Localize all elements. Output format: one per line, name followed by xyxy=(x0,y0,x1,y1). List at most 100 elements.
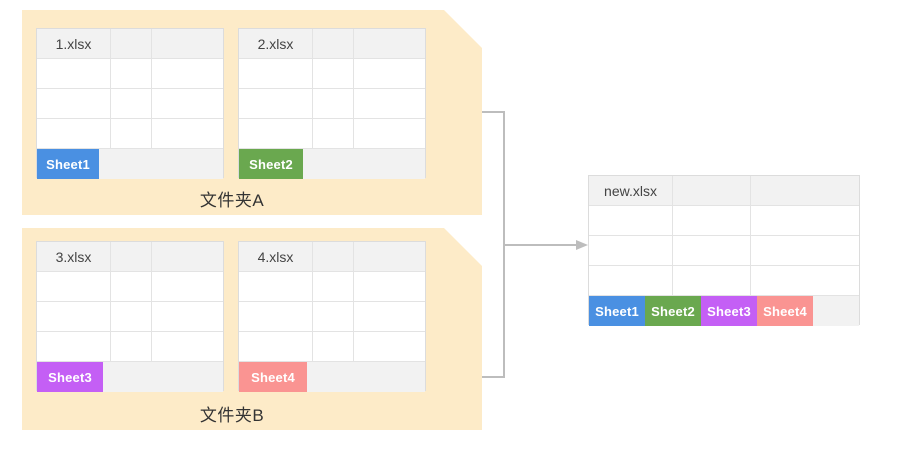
grid-header-row: 4.xlsx xyxy=(239,242,425,272)
header-cell xyxy=(313,29,354,59)
grid-row xyxy=(239,332,425,362)
grid-row xyxy=(37,302,223,332)
file-name-cell: 4.xlsx xyxy=(239,242,313,272)
grid-header-row: 3.xlsx xyxy=(37,242,223,272)
sheet-tab-sheet1[interactable]: Sheet1 xyxy=(37,149,99,179)
sheet-tab-bar: Sheet1 xyxy=(37,149,223,179)
folder-b-label: 文件夹B xyxy=(199,406,265,425)
grid-cell xyxy=(37,272,111,302)
header-cell xyxy=(313,242,354,272)
grid-row xyxy=(37,59,223,89)
sheet-tab-bar: Sheet4 xyxy=(239,362,425,392)
grid-cell xyxy=(239,302,313,332)
grid-row xyxy=(37,272,223,302)
grid-cell xyxy=(313,272,354,302)
grid-row xyxy=(37,89,223,119)
file-name-cell: 3.xlsx xyxy=(37,242,111,272)
file-name-cell: 2.xlsx xyxy=(239,29,313,59)
grid-cell xyxy=(239,332,313,362)
spreadsheet-grid: 3.xlsx xyxy=(37,242,223,362)
grid-cell xyxy=(37,302,111,332)
grid-row xyxy=(239,302,425,332)
grid-header-row: 1.xlsx xyxy=(37,29,223,59)
sheet-tab-sheet4[interactable]: Sheet4 xyxy=(757,296,813,326)
grid-cell xyxy=(239,89,313,119)
grid-cell xyxy=(751,236,859,266)
header-cell xyxy=(111,242,152,272)
grid-cell xyxy=(37,89,111,119)
grid-cell xyxy=(354,302,425,332)
header-cell xyxy=(152,242,223,272)
header-cell xyxy=(152,29,223,59)
grid-cell xyxy=(589,206,673,236)
sheet-tab-sheet2[interactable]: Sheet2 xyxy=(645,296,701,326)
header-cell xyxy=(354,29,425,59)
grid-cell xyxy=(152,332,223,362)
header-cell xyxy=(751,176,859,206)
grid-cell xyxy=(673,236,751,266)
grid-cell xyxy=(239,119,313,149)
file-card-2-xlsx[interactable]: 2.xlsx Sheet2 xyxy=(238,28,426,179)
grid-header-row: 2.xlsx xyxy=(239,29,425,59)
grid-row xyxy=(589,266,859,296)
grid-cell xyxy=(111,59,152,89)
header-cell xyxy=(354,242,425,272)
folder-a-label: 文件夹A xyxy=(199,191,265,210)
file-card-new-xlsx[interactable]: new.xlsx Sheet1 Sheet2 S xyxy=(588,175,860,326)
grid-cell xyxy=(354,89,425,119)
sheet-tab-bar: Sheet2 xyxy=(239,149,425,179)
file-card-1-xlsx[interactable]: 1.xlsx Sheet1 xyxy=(36,28,224,179)
grid-cell xyxy=(37,119,111,149)
grid-row xyxy=(589,206,859,236)
grid-row xyxy=(239,119,425,149)
spreadsheet-grid: 4.xlsx xyxy=(239,242,425,362)
grid-row xyxy=(239,272,425,302)
header-cell xyxy=(111,29,152,59)
grid-cell xyxy=(313,119,354,149)
grid-row xyxy=(37,332,223,362)
grid-cell xyxy=(751,206,859,236)
grid-cell xyxy=(111,302,152,332)
grid-cell xyxy=(313,59,354,89)
header-cell xyxy=(673,176,751,206)
grid-cell xyxy=(751,266,859,296)
grid-cell xyxy=(152,59,223,89)
grid-header-row: new.xlsx xyxy=(589,176,859,206)
spreadsheet-grid: new.xlsx xyxy=(589,176,859,296)
grid-cell xyxy=(589,266,673,296)
grid-cell xyxy=(354,272,425,302)
grid-cell xyxy=(313,302,354,332)
grid-cell xyxy=(239,272,313,302)
grid-cell xyxy=(152,272,223,302)
sheet-tab-sheet3[interactable]: Sheet3 xyxy=(701,296,757,326)
grid-cell xyxy=(152,119,223,149)
grid-cell xyxy=(313,332,354,362)
grid-cell xyxy=(111,332,152,362)
spreadsheet-grid: 2.xlsx xyxy=(239,29,425,149)
sheet-tab-sheet2[interactable]: Sheet2 xyxy=(239,149,303,179)
grid-cell xyxy=(354,332,425,362)
grid-cell xyxy=(37,59,111,89)
grid-cell xyxy=(111,119,152,149)
file-card-3-xlsx[interactable]: 3.xlsx Sheet3 xyxy=(36,241,224,392)
grid-cell xyxy=(673,206,751,236)
grid-cell xyxy=(313,89,354,119)
grid-cell xyxy=(152,302,223,332)
file-name-cell: 1.xlsx xyxy=(37,29,111,59)
sheet-tab-sheet4[interactable]: Sheet4 xyxy=(239,362,307,392)
grid-row xyxy=(239,59,425,89)
grid-row xyxy=(239,89,425,119)
sheet-tab-sheet1[interactable]: Sheet1 xyxy=(589,296,645,326)
file-name-cell: new.xlsx xyxy=(589,176,673,206)
sheet-tab-sheet3[interactable]: Sheet3 xyxy=(37,362,103,392)
sheet-tab-bar: Sheet3 xyxy=(37,362,223,392)
grid-cell xyxy=(673,266,751,296)
spreadsheet-grid: 1.xlsx xyxy=(37,29,223,149)
grid-cell xyxy=(354,119,425,149)
sheet-tab-bar: Sheet1 Sheet2 Sheet3 Sheet4 xyxy=(589,296,859,326)
grid-row xyxy=(37,119,223,149)
grid-cell xyxy=(239,59,313,89)
file-card-4-xlsx[interactable]: 4.xlsx Sheet4 xyxy=(238,241,426,392)
grid-cell xyxy=(111,89,152,119)
